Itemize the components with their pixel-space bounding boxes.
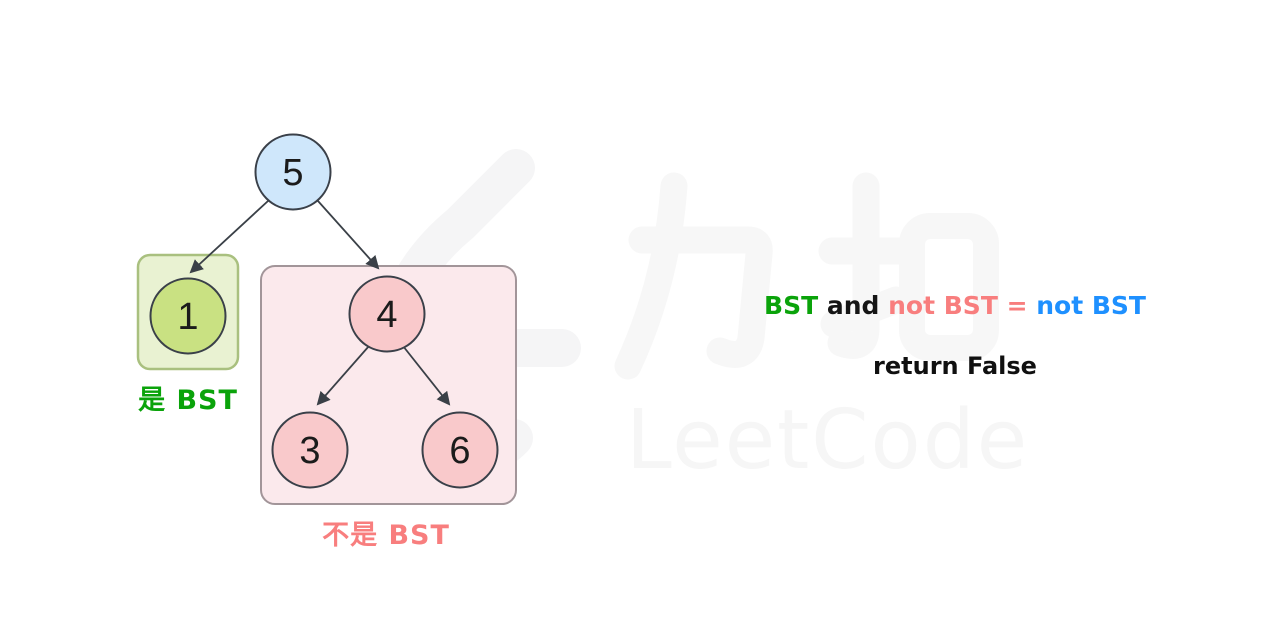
tree-node-left: [149, 277, 227, 355]
node-value-left: 1: [177, 296, 198, 338]
node-value-right-left: 3: [299, 430, 320, 472]
leetcode-en-watermark: LeetCode: [626, 393, 1029, 488]
node-value-root: 5: [282, 152, 303, 194]
formula-part-and: and: [818, 291, 889, 320]
tree-node-root: [254, 133, 332, 211]
formula-part-result: not BST: [1036, 291, 1146, 320]
formula-part-equals: =: [997, 291, 1037, 320]
tree-node-right: [348, 275, 426, 353]
node-value-right-right: 6: [449, 430, 470, 472]
edge-5-4: [317, 200, 380, 270]
bst-group-box: [136, 253, 240, 371]
formula-part-not-bst: not BST: [888, 291, 998, 320]
leetcode-logo-icon: [373, 149, 581, 476]
bst-group-label: 是 BST: [138, 385, 238, 416]
not-bst-group-box: [260, 265, 517, 505]
edge-4-6: [402, 345, 451, 406]
leetcode-cn-watermark: [614, 172, 999, 380]
node-value-right: 4: [376, 294, 397, 336]
formula-part-bst: BST: [764, 291, 819, 320]
tree-node-right-left: [271, 411, 349, 489]
edge-5-1: [189, 200, 269, 274]
not-bst-group-label: 不是 BST: [322, 520, 450, 551]
tree-node-right-right: [421, 411, 499, 489]
return-false-text: return False: [873, 352, 1037, 380]
formula-text: BST and not BST = not BST: [705, 291, 1205, 320]
edge-4-3: [316, 345, 370, 406]
